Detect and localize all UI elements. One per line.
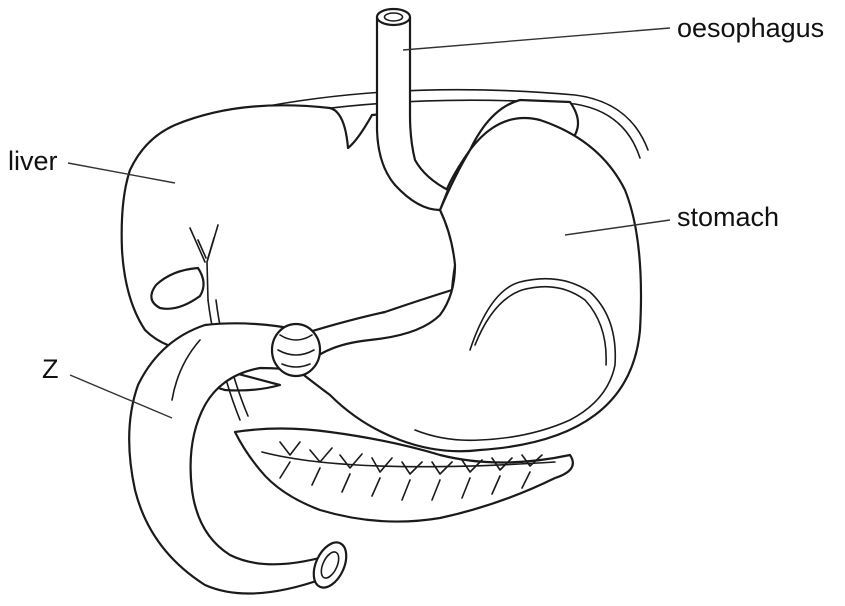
leader-lines — [67, 27, 671, 419]
z-label: Z — [42, 354, 59, 384]
liver-leader — [67, 162, 176, 184]
gall-bladder — [150, 224, 219, 310]
stomach-label: stomach — [677, 202, 779, 232]
duodenum-tube — [128, 322, 348, 595]
oesophagus-leader — [402, 27, 671, 51]
stomach — [298, 116, 643, 453]
oesophagus-label: oesophagus — [677, 13, 824, 43]
z-leader — [69, 374, 173, 419]
oesophagus — [375, 7, 450, 212]
liver-label: liver — [8, 146, 58, 176]
pyloric-sphincter — [270, 322, 322, 378]
pancreas — [233, 427, 574, 523]
stomach-leader — [564, 219, 671, 236]
